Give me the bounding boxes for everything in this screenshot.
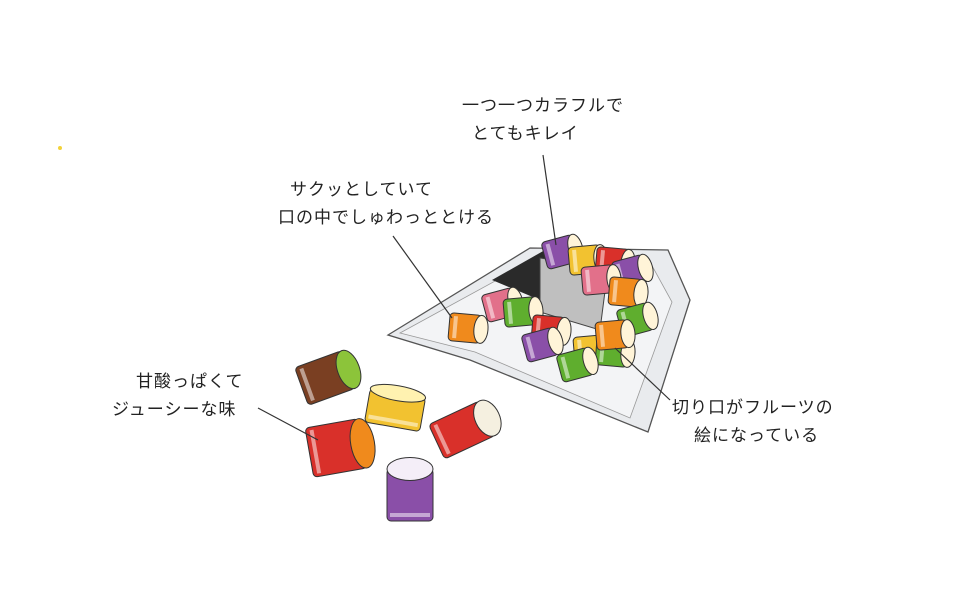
candy-in-bag	[580, 264, 622, 296]
leader-line-colorful	[542, 154, 557, 246]
annotation-text: とてもキレイ	[472, 124, 579, 144]
annotation-cut-surface: 切り口がフルーツの 絵になっている	[672, 394, 834, 450]
grape-candy	[386, 457, 434, 522]
annotation-text: 口の中でしゅわっととける	[278, 208, 494, 228]
annotation-texture: サクッとしていて 口の中でしゅわっととける	[278, 176, 494, 232]
leader-line-taste	[257, 407, 319, 441]
candy-in-bag	[556, 346, 599, 383]
kiwi-candy	[295, 349, 362, 405]
annotation-taste: 甘酸っぱくて ジューシーな味	[112, 368, 244, 424]
candy-in-bag	[521, 326, 564, 363]
candy-in-bag	[447, 312, 489, 344]
lemon-candy	[364, 383, 427, 432]
annotation-colorful: 一つ一つカラフルで とてもキレイ	[462, 92, 624, 148]
candies	[295, 233, 659, 522]
annotation-text: 甘酸っぱくて	[136, 372, 244, 392]
leader-line-texture	[392, 235, 453, 319]
orange-candy	[305, 418, 376, 478]
strawberry-candy	[429, 399, 502, 459]
annotation-text: 絵になっている	[694, 426, 820, 446]
annotation-text: 一つ一つカラフルで	[462, 96, 624, 116]
annotation-text: 切り口がフルーツの	[672, 398, 834, 418]
leader-lines	[257, 154, 671, 441]
leader-line-cut-surface	[614, 347, 671, 401]
candy-in-bag	[594, 319, 636, 351]
candy-in-bag	[607, 276, 649, 308]
paint-speck	[58, 146, 62, 150]
annotation-text: サクッとしていて	[290, 180, 433, 200]
annotation-text: ジューシーな味	[112, 400, 237, 420]
